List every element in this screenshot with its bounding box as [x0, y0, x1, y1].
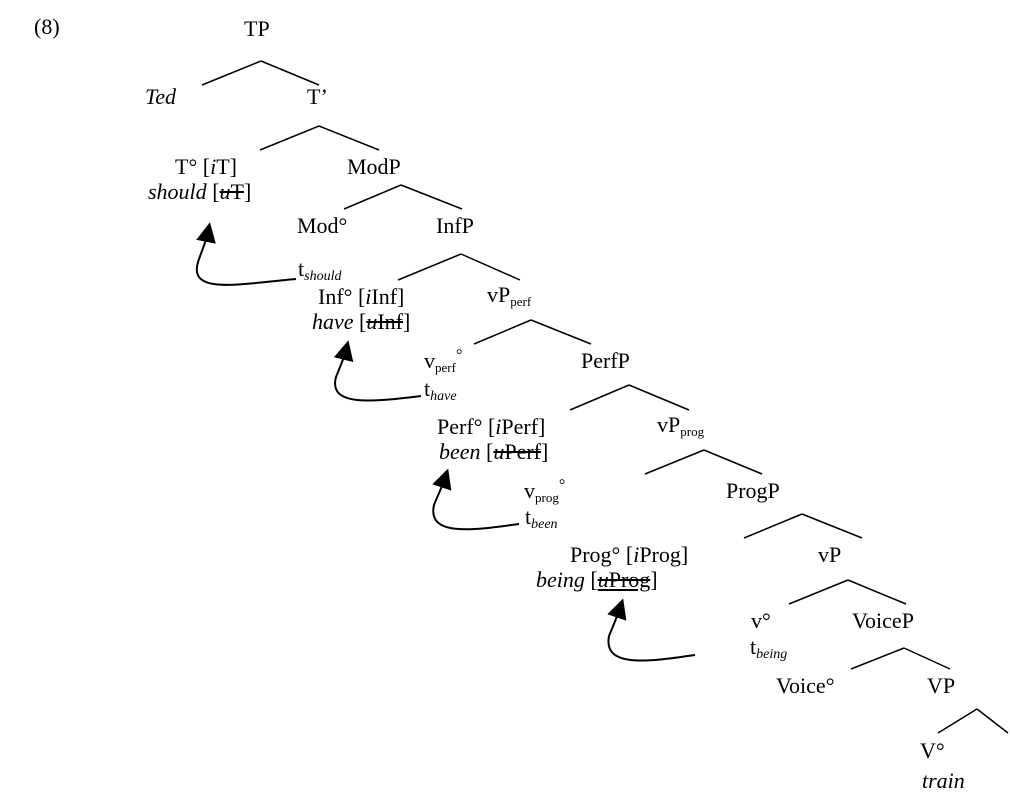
branch-vpprog-vprog — [644, 449, 705, 475]
movement-arrow-have — [333, 340, 422, 402]
node-v-head: v° — [751, 608, 771, 633]
node-infp: InfP — [436, 213, 474, 238]
node-progp: ProgP — [726, 478, 780, 503]
node-modp: ModP — [347, 154, 401, 179]
movement-arrow-should — [195, 222, 297, 286]
node-vp-perf: vPperf — [487, 282, 532, 309]
branch-vp-v — [788, 579, 849, 605]
node-voicep: VoiceP — [852, 608, 914, 633]
node-perfp: PerfP — [581, 348, 630, 373]
node-have: have [uInf] — [312, 309, 411, 334]
node-tbar: T’ — [307, 84, 328, 109]
node-vp: vP — [818, 542, 842, 567]
branch-progp-prog — [743, 513, 803, 539]
node-perf-head: Perf° [iPerf] — [437, 414, 546, 439]
branch-voicep-vp — [903, 647, 951, 670]
trace-been: tbeen — [525, 504, 558, 532]
node-v-perf: vperf° — [424, 347, 463, 375]
branch-perfp-perf — [569, 384, 630, 411]
branch-progp-vp — [801, 513, 863, 539]
branch-vp-voicep — [847, 579, 907, 605]
node-vp-prog: vPprog — [657, 412, 705, 439]
branch-tbar-t — [259, 125, 320, 151]
node-t-head: T° [iT] — [175, 154, 237, 179]
node-being: being [uProg] — [536, 567, 658, 592]
node-v-prog: vprog° — [524, 477, 566, 505]
branch-modp-infp — [400, 184, 463, 210]
branch-modp-mod — [343, 184, 402, 210]
movement-arrow-been — [432, 468, 520, 531]
trace-should: tshould — [298, 256, 342, 284]
branch-vpperf-vperf — [473, 319, 532, 345]
trace-have: thave — [424, 376, 457, 404]
node-tp: TP — [244, 16, 270, 41]
trace-being: tbeing — [750, 634, 788, 662]
branch-perfp-vpprog — [628, 384, 690, 411]
branch-vpperf-perfp — [530, 319, 592, 345]
branch-infp-vpperf — [460, 253, 521, 281]
node-should: should [uT] — [148, 179, 252, 204]
branch-tbar-modp — [318, 125, 380, 151]
node-been: been [uPerf] — [439, 439, 549, 464]
branch-vpprog-progp — [703, 449, 763, 475]
movement-arrow-being — [607, 598, 696, 662]
node-vp-big: VP — [927, 673, 956, 698]
example-number: (8) — [34, 14, 60, 39]
node-v-big-head: V° — [920, 738, 945, 763]
branch-tp-ted — [201, 60, 262, 86]
branch-vp-vhead — [937, 708, 978, 734]
node-ted: Ted — [145, 84, 176, 109]
branch-tp-tbar — [260, 60, 320, 86]
node-mod-head: Mod° — [297, 213, 348, 238]
node-voice-head: Voice° — [776, 673, 835, 698]
node-inf-head: Inf° [iInf] — [318, 284, 405, 309]
node-prog-head: Prog° [iProg] — [570, 542, 689, 567]
branch-infp-inf — [397, 253, 462, 281]
node-train: train — [922, 768, 965, 793]
branch-vp-right — [976, 708, 1009, 734]
branch-voicep-voice — [850, 647, 905, 670]
